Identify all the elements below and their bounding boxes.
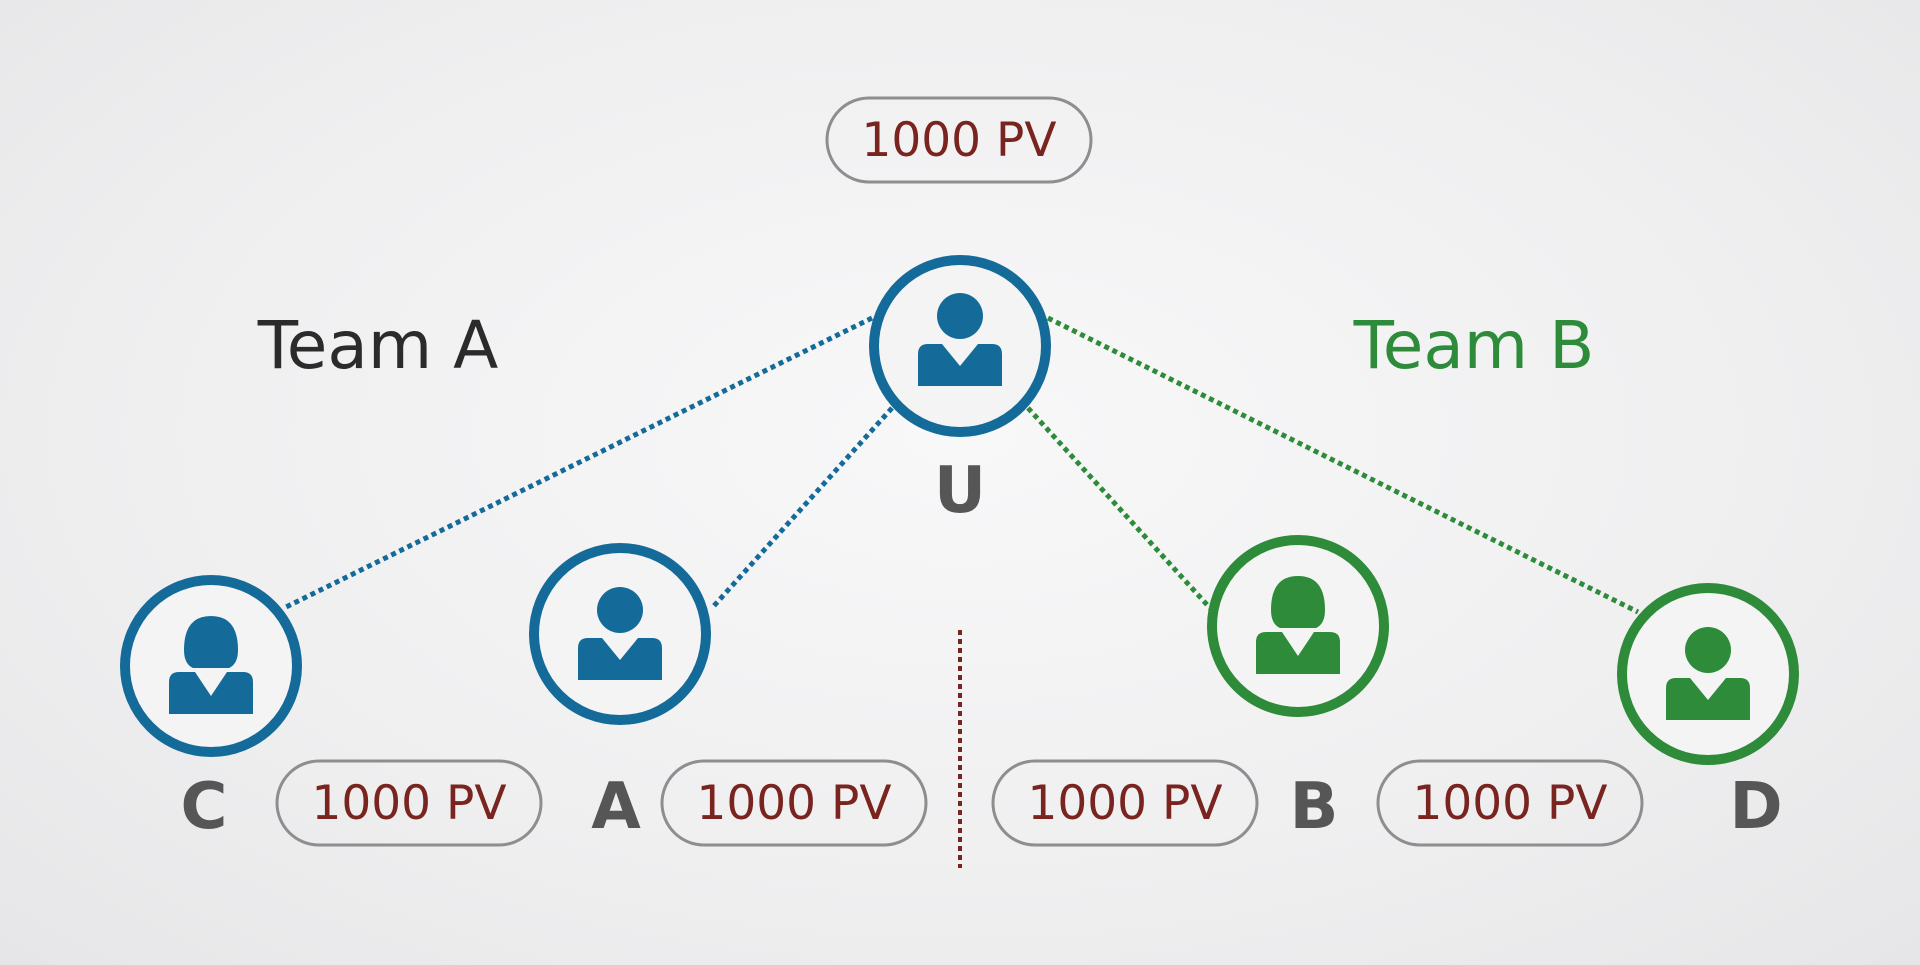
connector-u-b <box>1026 406 1212 610</box>
node-b[interactable]: 1000 PV B <box>991 535 1389 847</box>
connector-u-c <box>282 315 874 611</box>
node-a[interactable]: A 1000 PV <box>529 543 928 847</box>
pv-value-d: 1000 PV <box>1412 776 1607 831</box>
pv-value-c: 1000 PV <box>311 776 506 831</box>
node-letter-d: D <box>1729 770 1782 844</box>
team-b-label: Team B <box>1353 307 1595 384</box>
avatar-ring-d <box>1617 583 1799 765</box>
node-letter-a: A <box>591 770 641 844</box>
connector-u-d <box>1046 315 1640 615</box>
pv-pill-u <box>825 96 1093 184</box>
node-letter-c: C <box>181 770 228 844</box>
pv-pill-d <box>1376 759 1644 847</box>
avatar-ring-u <box>869 255 1051 437</box>
team-a-label: Team A <box>257 307 499 384</box>
pv-value-u: 1000 PV <box>861 113 1056 168</box>
connections <box>282 315 1640 615</box>
pv-pill-a <box>660 759 928 847</box>
pv-pill-c <box>275 759 543 847</box>
pv-value-a: 1000 PV <box>696 776 891 831</box>
node-u[interactable]: 1000 PV U <box>825 96 1093 528</box>
node-c[interactable]: C 1000 PV <box>120 575 543 847</box>
connector-u-a <box>710 406 894 610</box>
node-letter-u: U <box>934 454 986 528</box>
pv-pill-b <box>991 759 1259 847</box>
node-d[interactable]: 1000 PV D <box>1376 583 1799 847</box>
avatar-ring-a <box>529 543 711 725</box>
pv-value-b: 1000 PV <box>1027 776 1222 831</box>
node-letter-b: B <box>1290 770 1339 844</box>
